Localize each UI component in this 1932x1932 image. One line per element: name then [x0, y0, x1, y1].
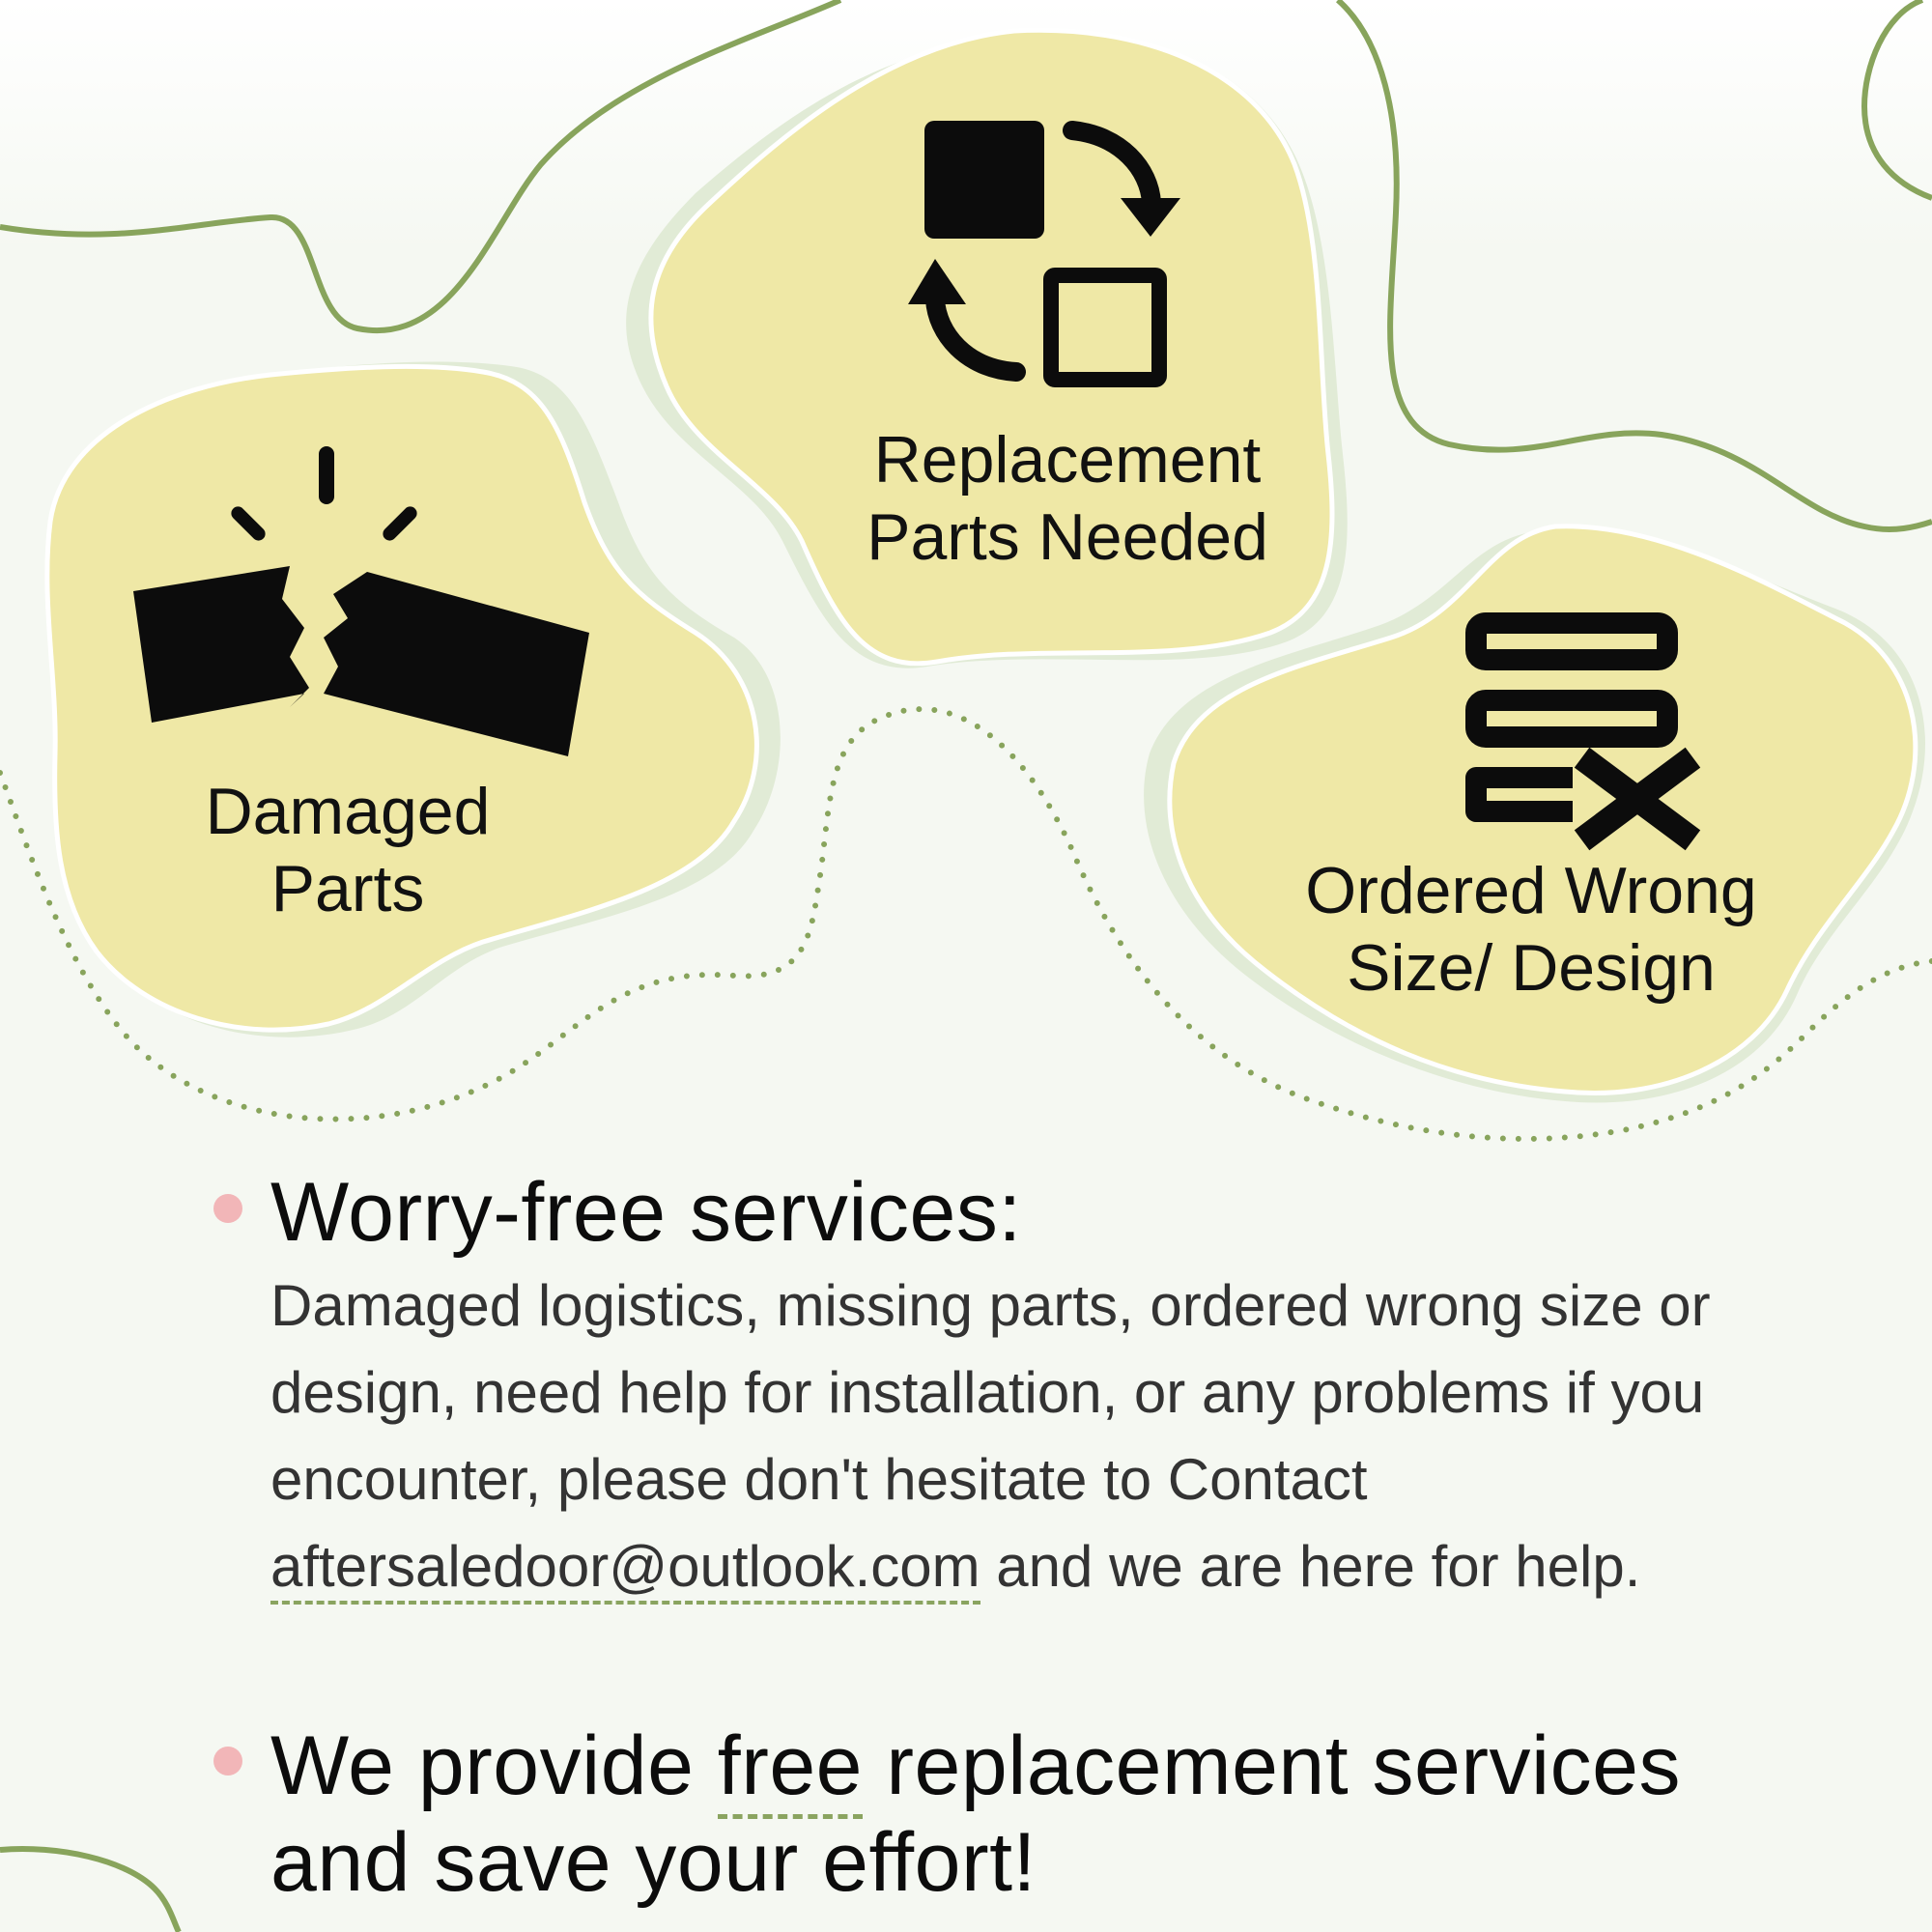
promise-text: We provide free replacement services and… — [270, 1718, 1816, 1911]
wave-line-top — [0, 0, 842, 333]
swap-arrows-icon — [908, 121, 1180, 387]
card-damaged-parts-label: Damaged Parts — [155, 773, 541, 927]
label-line: Damaged — [205, 775, 491, 848]
services-text-before-email: Damaged logistics, missing parts, ordere… — [270, 1273, 1711, 1512]
services-text-after-email: and we are here for help. — [980, 1534, 1641, 1599]
promise-text-before: We provide — [270, 1719, 718, 1812]
label-line: Size/ Design — [1347, 931, 1716, 1005]
card-wrong-size-label: Ordered Wrong Size/ Design — [1256, 852, 1806, 1007]
services-description: Damaged logistics, missing parts, ordere… — [270, 1263, 1816, 1610]
label-line: Parts — [270, 852, 425, 925]
bullet-dot-services — [213, 1194, 242, 1223]
promise-text-after: replacement services and save your effor… — [270, 1719, 1681, 1909]
bullet-dot-promise — [213, 1747, 242, 1776]
label-line: Replacement — [873, 423, 1262, 497]
wave-line-right — [1336, 0, 1932, 532]
label-line: Ordered Wrong — [1305, 854, 1757, 927]
promise-section: We provide free replacement services and… — [270, 1718, 1816, 1911]
support-email-link[interactable]: aftersaledoor@outlook.com — [270, 1534, 980, 1605]
wave-line-bottom-left — [0, 1846, 182, 1932]
card-replacement-blob — [626, 27, 1348, 668]
promise-highlight-free: free — [717, 1719, 863, 1819]
wave-line-corner — [1861, 0, 1932, 201]
list-remove-icon — [1465, 612, 1701, 851]
broken-part-icon — [133, 446, 589, 756]
label-line: Parts Needed — [867, 500, 1268, 574]
services-title: Worry-free services: — [270, 1166, 1022, 1259]
card-replacement-label: Replacement Parts Needed — [826, 421, 1309, 576]
services-section: Worry-free services: Damaged logistics, … — [270, 1164, 1816, 1610]
